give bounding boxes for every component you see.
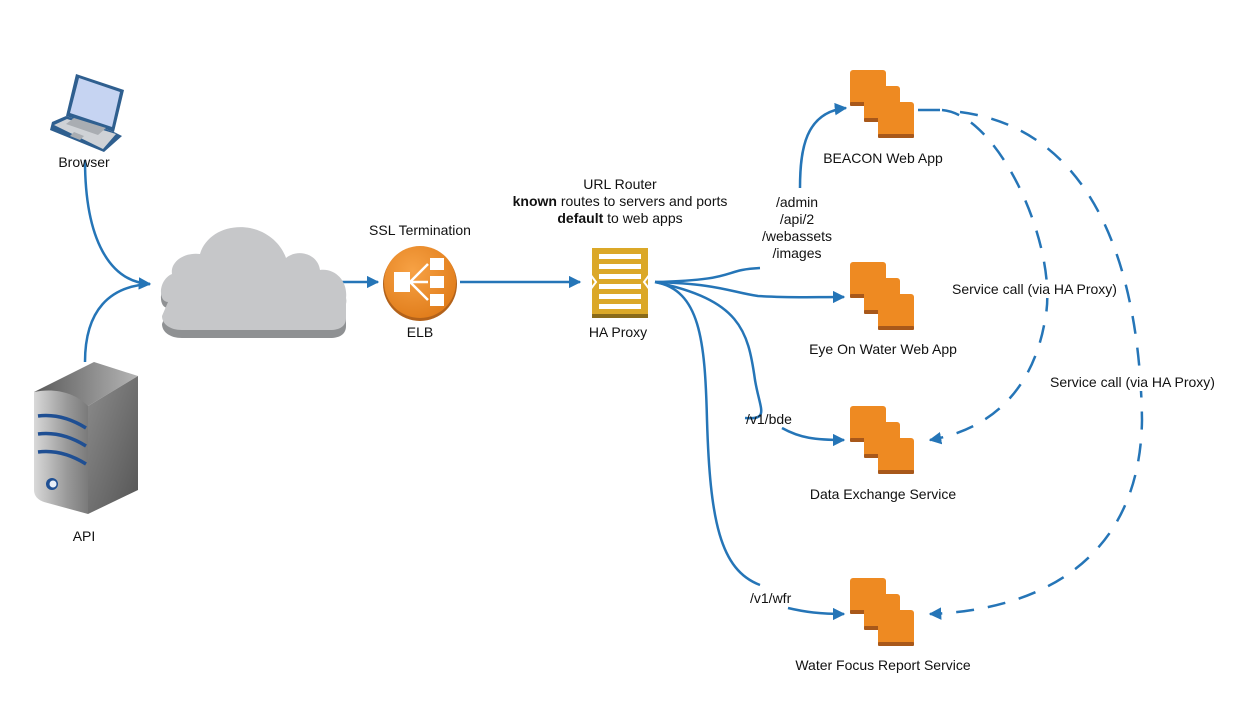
- url-router-description: URL Router known routes to servers and p…: [513, 176, 728, 227]
- route-webassets: /webassets: [761, 228, 833, 244]
- elb-top-label: SSL Termination: [369, 222, 471, 238]
- load-balancer-icon: [383, 246, 457, 321]
- bde-route-label: /v1/bde: [746, 411, 792, 427]
- route-images: /images: [772, 245, 822, 261]
- router-known-rest: routes to servers and ports: [556, 193, 728, 209]
- router-default-bold: default: [557, 210, 604, 226]
- edge-api-to-cloud: [83, 282, 151, 363]
- cloud-icon: [160, 227, 347, 338]
- router-default-rest: to web apps: [603, 210, 683, 226]
- haproxy-icon: [589, 248, 651, 318]
- edge-beacon-to-waterfocus: [928, 110, 1144, 620]
- edges: [83, 102, 940, 621]
- edge-wfr-to-waterfocus: [787, 606, 846, 621]
- web-routes-label: /admin /api/2 /webassets /images: [762, 194, 832, 262]
- edge-haproxy-to-dataexchange: [654, 280, 763, 420]
- router-known-line: known routes to servers and ports: [513, 193, 728, 210]
- service-call-label-2: Service call (via HA Proxy): [1050, 374, 1215, 391]
- beacon-label: BEACON Web App: [823, 150, 943, 166]
- eyeonwater-label: Eye On Water Web App: [809, 341, 957, 357]
- router-known-bold: known: [512, 193, 557, 209]
- wfr-route-label: /v1/wfr: [750, 590, 792, 606]
- server-tower-icon: [34, 362, 138, 514]
- service-call-label-1: Service call (via HA Proxy): [952, 281, 1117, 298]
- elb-label: ELB: [406, 324, 434, 340]
- edge-beacon-to-dataexchange: [928, 108, 1049, 445]
- router-title: URL Router: [583, 176, 657, 192]
- ec2-instances-icon-eyeonwater: [850, 262, 914, 330]
- ec2-instances-icon-dataexchange: [850, 406, 914, 474]
- edge-browser-to-cloud: [83, 159, 152, 290]
- edge-bde-to-dataexchange: [781, 426, 846, 447]
- haproxy-label: HA Proxy: [588, 324, 648, 340]
- dataexchange-label: Data Exchange Service: [809, 486, 957, 502]
- route-admin: /admin: [775, 194, 819, 210]
- api-label: API: [72, 528, 96, 544]
- edge-routes-to-beacon: [798, 102, 848, 189]
- ec2-instances-icon-waterfocus: [850, 578, 914, 646]
- waterfocus-label: Water Focus Report Service: [795, 657, 971, 673]
- edge-haproxy-to-waterfocus: [654, 280, 761, 587]
- dashed-edges: [928, 108, 1144, 620]
- router-default-line: default to web apps: [513, 210, 728, 227]
- route-api2: /api/2: [779, 211, 815, 227]
- edge-haproxy-to-eyeonwater: [654, 280, 846, 304]
- laptop-icon: [50, 74, 124, 152]
- edge-haproxy-to-beacon: [654, 266, 761, 284]
- browser-label: Browser: [58, 154, 110, 170]
- ec2-instances-icon-beacon: [850, 70, 914, 138]
